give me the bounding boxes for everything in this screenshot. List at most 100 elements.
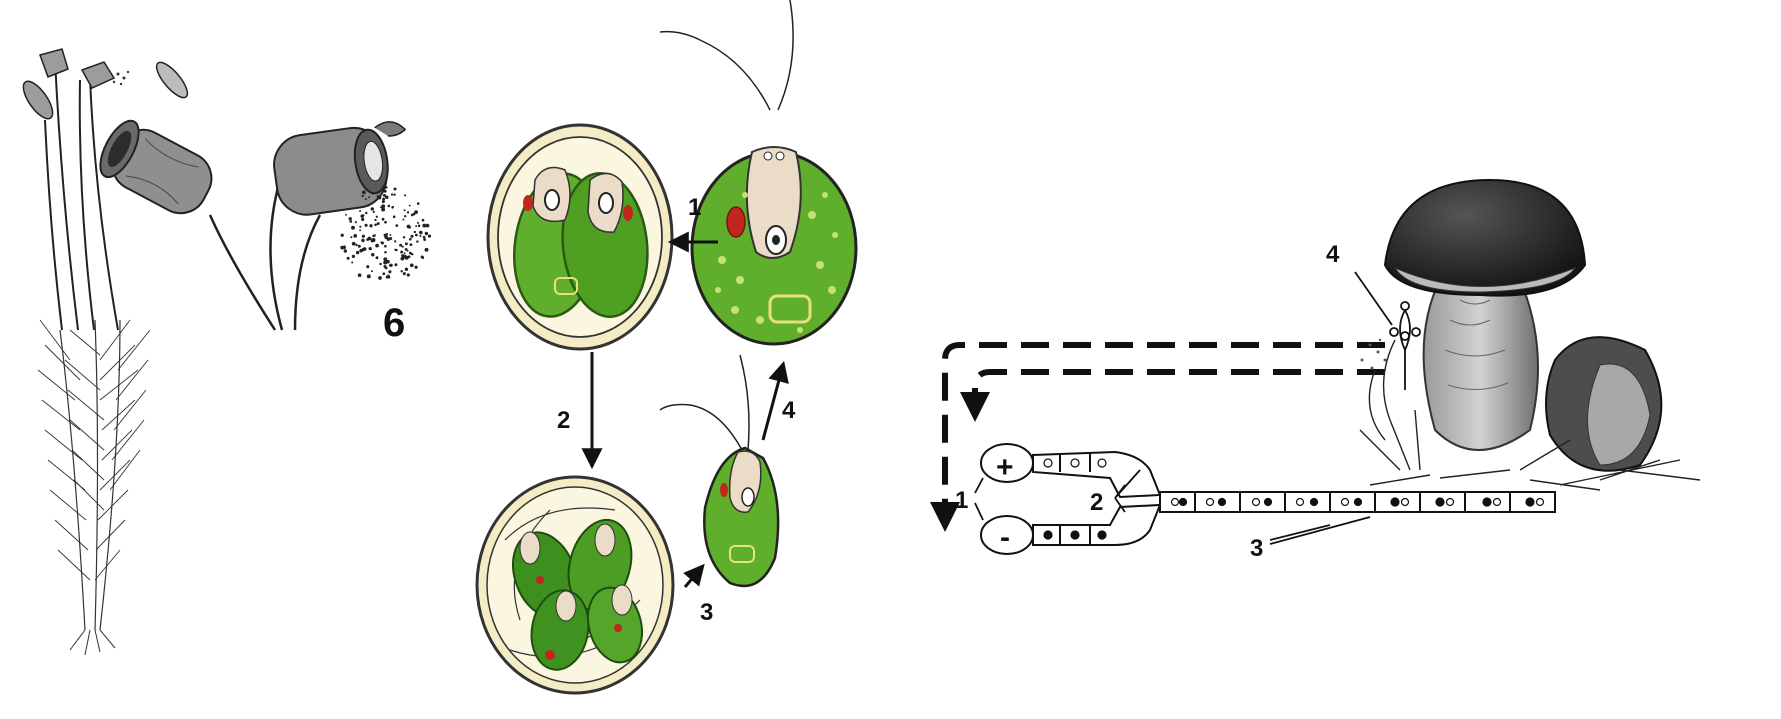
chlamy-label-2: 2: [557, 407, 570, 434]
spore-dot: [371, 207, 374, 210]
spore-dot: [383, 257, 387, 261]
spore-dot: [385, 196, 389, 200]
spore-dot: [372, 235, 375, 238]
spore-dot: [419, 235, 421, 237]
spore-dot: [414, 210, 418, 214]
spore-dot: [420, 232, 422, 234]
spore-dot: [378, 276, 382, 280]
spore-dot: [344, 249, 347, 252]
chlamydomonas-cycle: 1 2 3 4: [477, 0, 856, 693]
spore-dot: [410, 235, 413, 238]
minus-sign: -: [1000, 521, 1010, 554]
spore-dot: [341, 234, 344, 237]
spore-dot: [371, 253, 374, 256]
spore-dot: [415, 225, 417, 227]
spore-dot: [383, 261, 387, 265]
spore-dot: [414, 266, 417, 269]
spore-dot: [423, 236, 426, 239]
spore-dot: [367, 274, 371, 278]
spore-dot: [347, 257, 350, 260]
spore-dot: [410, 253, 412, 255]
spore-dot: [365, 212, 367, 214]
moss-leafy-stems: [38, 320, 150, 655]
spore-dot: [374, 223, 377, 226]
spore-dot: [401, 254, 404, 257]
spore-dot: [355, 221, 357, 223]
fungus-label-2: 2: [1090, 489, 1103, 516]
spore-dot: [417, 222, 419, 224]
spore-dot: [350, 236, 352, 238]
spore-dot: [386, 233, 389, 236]
spore-dot: [404, 209, 406, 211]
spore-dot: [409, 205, 411, 207]
spore-dot: [384, 245, 387, 248]
spore-dot: [358, 273, 362, 277]
vegetative-cell: [660, 0, 856, 344]
spore-dot: [388, 205, 391, 208]
spore-dot: [405, 268, 408, 271]
spore-dot: [422, 219, 425, 222]
spore-dot: [361, 218, 364, 221]
spore-dot: [359, 210, 361, 212]
spore-dot: [366, 265, 369, 268]
spore-dot: [358, 245, 361, 248]
spore-dot: [402, 219, 404, 221]
spore-dot: [394, 249, 397, 252]
moss-capsule-large-left: [93, 115, 275, 330]
spore-dot: [402, 246, 404, 248]
spore-dot: [391, 193, 393, 195]
spore-dot: [422, 257, 424, 259]
spore-dot: [403, 236, 405, 238]
fungus-label-3: 3: [1250, 535, 1263, 562]
moss-label-6: 6: [383, 301, 405, 345]
spore-dot: [362, 235, 365, 238]
spore-dot: [382, 272, 385, 275]
spore-dot: [409, 238, 412, 241]
spore-dot: [415, 234, 418, 237]
spore-dot: [407, 211, 409, 213]
spore-dot: [423, 238, 426, 241]
spore-dot: [400, 270, 402, 272]
spore-dot: [389, 265, 391, 267]
spore-dot: [425, 232, 428, 235]
moss-setae: [45, 60, 118, 330]
spore-dot: [366, 238, 369, 241]
mushroom-stem: [1424, 280, 1538, 450]
spore-dot: [385, 186, 388, 189]
spore-dot: [425, 248, 429, 252]
spore-dot: [410, 263, 414, 267]
spore-dot: [359, 226, 361, 228]
spore-dot: [377, 196, 381, 200]
spore-dot: [417, 202, 420, 205]
spore-dot: [351, 226, 355, 230]
spore-dot: [387, 261, 390, 264]
spore-dot: [354, 234, 357, 237]
spore-dot: [365, 198, 367, 200]
spore-dot: [407, 225, 411, 229]
chlamy-label-4: 4: [782, 397, 796, 424]
spore-dot: [368, 196, 370, 198]
spore-dot: [428, 235, 431, 238]
chlamy-label-1: 1: [688, 194, 701, 221]
spore-dot: [382, 218, 385, 221]
spore-dot: [361, 195, 363, 197]
spore-dot: [394, 263, 397, 266]
spore-dot: [369, 247, 372, 250]
spore-dot: [395, 224, 398, 227]
sporangium-many-zoospores: [477, 477, 673, 693]
spore-dot: [404, 215, 406, 217]
spore-dot: [407, 250, 409, 252]
spore-dot: [418, 225, 421, 228]
spore-dot: [391, 206, 394, 209]
spore-dot: [376, 256, 379, 259]
moss-illustration: 6: [18, 49, 431, 655]
spore-dot: [400, 257, 404, 261]
spore-dot: [414, 231, 416, 233]
spore-dot: [416, 240, 418, 242]
spore-dot: [377, 222, 380, 225]
spore-dot: [384, 221, 387, 224]
spore-dot: [343, 245, 345, 247]
spore-dot: [359, 249, 363, 253]
spore-dot: [359, 229, 361, 231]
